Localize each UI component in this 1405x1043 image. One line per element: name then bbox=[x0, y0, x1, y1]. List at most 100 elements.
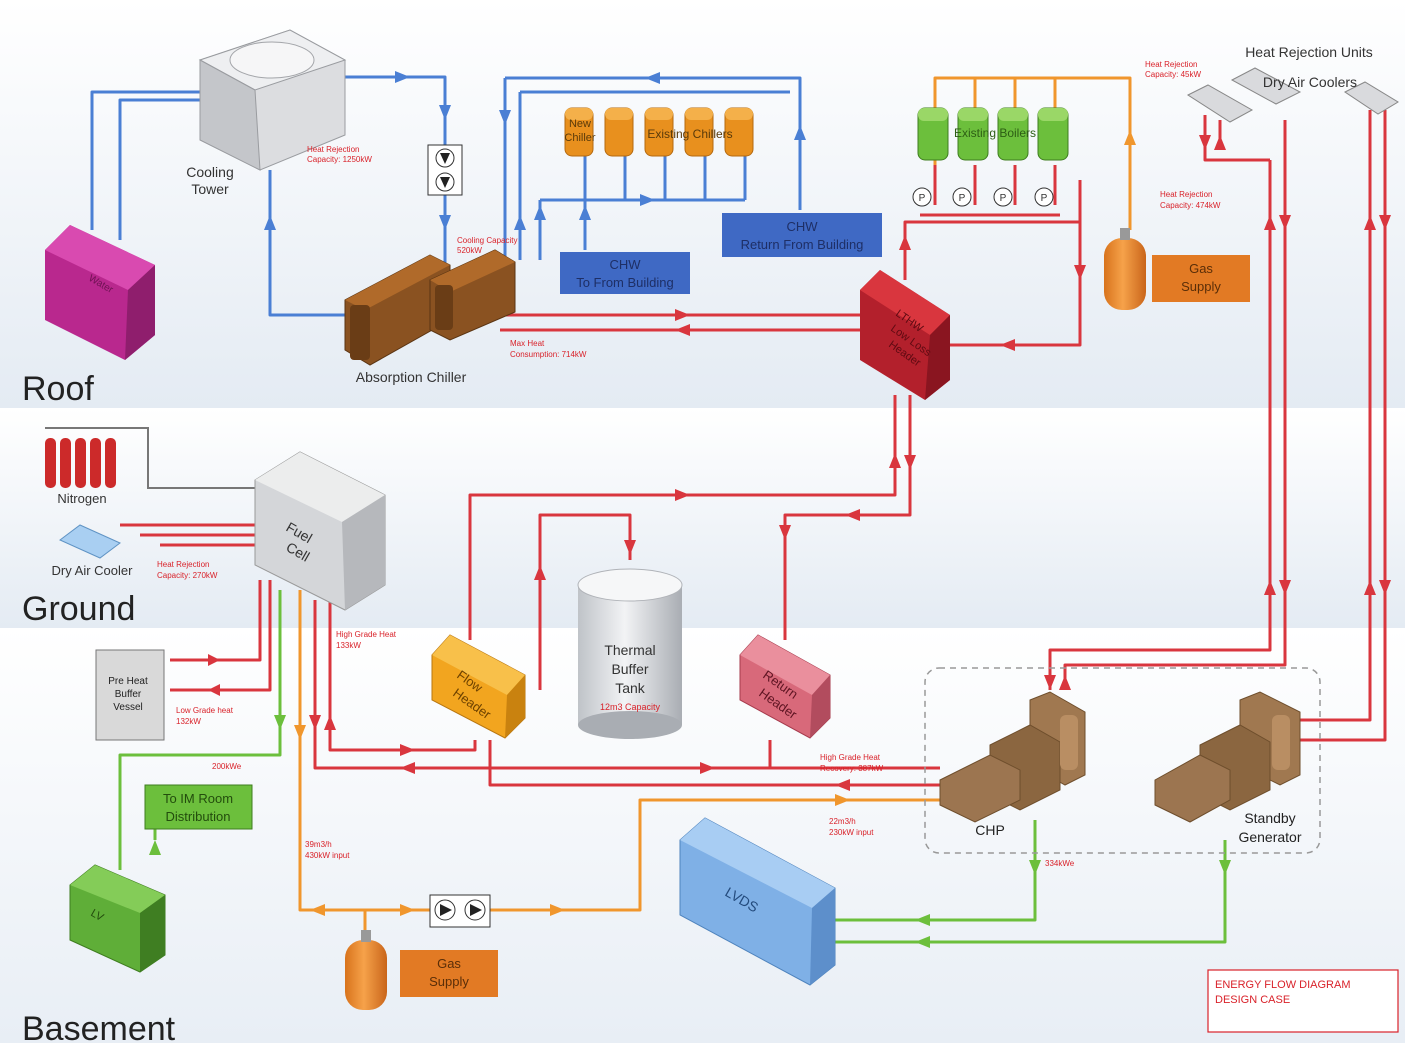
chp-label: CHP bbox=[975, 822, 1005, 838]
gas-supply-basement-label: Gas bbox=[437, 956, 461, 971]
floor-label-basement: Basement bbox=[22, 1010, 176, 1043]
pump-icon-4: P bbox=[1041, 193, 1048, 204]
dry-air-cooler-capacity-2: Capacity: 270kW bbox=[157, 571, 218, 580]
pre-heat-buffer-vessel[interactable] bbox=[95, 649, 165, 741]
boilers[interactable] bbox=[917, 107, 1069, 161]
nitrogen-label: Nitrogen bbox=[57, 491, 106, 506]
chw-to-label: CHW bbox=[609, 257, 641, 272]
dry-air-coolers-label: Dry Air Coolers bbox=[1263, 74, 1357, 90]
im-room-label: To IM Room bbox=[163, 791, 233, 806]
absorption-chiller-label: Absorption Chiller bbox=[356, 369, 467, 385]
nitrogen-cylinders bbox=[45, 438, 116, 488]
dry-coolers-capacity: Heat Rejection bbox=[1145, 60, 1197, 69]
tank-label-2: Buffer bbox=[611, 661, 648, 677]
cw-pumps[interactable] bbox=[427, 144, 463, 196]
new-chiller-label-2: Chiller bbox=[564, 132, 596, 144]
flow-header[interactable] bbox=[431, 634, 526, 739]
lv-panel[interactable] bbox=[69, 864, 166, 973]
absorption-chiller[interactable] bbox=[344, 249, 516, 366]
dry-coolers-capacity-b-2: Capacity: 474kW bbox=[1160, 201, 1221, 210]
dry-coolers-capacity-2: Capacity: 45kW bbox=[1145, 70, 1201, 79]
pump-icon-2: P bbox=[959, 193, 966, 204]
gas-supply-basement-label-2: Supply bbox=[429, 974, 469, 989]
thermal-buffer-tank[interactable] bbox=[577, 568, 683, 739]
nitrogen-line bbox=[45, 427, 255, 489]
tank-capacity: 12m3 Capacity bbox=[600, 702, 661, 712]
cooling-tower-capacity: Heat Rejection bbox=[307, 145, 359, 154]
dry-air-cooler-capacity: Heat Rejection bbox=[157, 560, 209, 569]
absorption-heat-consumption: Max Heat bbox=[510, 339, 545, 348]
fuel-cell-high-grade: High Grade Heat bbox=[336, 630, 397, 639]
new-chiller-label: New bbox=[569, 118, 591, 130]
im-room-box: To IM Room Distribution bbox=[144, 784, 253, 830]
fuel-cell-gas-input: 39m3/h bbox=[305, 840, 332, 849]
im-room-label-2: Distribution bbox=[165, 809, 230, 824]
chw-return-box: CHW Return From Building bbox=[722, 213, 882, 257]
fuel-cell-power: 200kWe bbox=[212, 762, 242, 771]
absorption-heat-consumption-2: Consumption: 714kW bbox=[510, 350, 587, 359]
floor-label-ground: Ground bbox=[22, 590, 135, 628]
floor-label-roof: Roof bbox=[22, 370, 94, 408]
existing-chillers-label: Existing Chillers bbox=[647, 127, 732, 141]
standby-generator-label-2: Generator bbox=[1238, 829, 1301, 845]
gas-supply-basement-box: Gas Supply bbox=[400, 950, 498, 997]
absorption-cooling-capacity: Cooling Capacity bbox=[457, 236, 517, 245]
gas-supply-roof-label: Gas bbox=[1189, 261, 1213, 276]
gas-supply-roof-label-2: Supply bbox=[1181, 279, 1221, 294]
ground-dry-air-cooler[interactable] bbox=[59, 524, 121, 559]
lv-label: LV bbox=[89, 907, 107, 924]
boiler-pumps[interactable] bbox=[912, 187, 1054, 207]
diagram-subtitle: DESIGN CASE bbox=[1215, 994, 1290, 1006]
pump-icon-3: P bbox=[1000, 193, 1007, 204]
tank-label-3: Tank bbox=[615, 680, 646, 696]
lthw-header[interactable] bbox=[860, 270, 950, 400]
fuel-cell-gas-input-2: 430kW input bbox=[305, 851, 350, 860]
absorption-cooling-capacity-2: 520kW bbox=[457, 246, 482, 255]
diagram-title: ENERGY FLOW DIAGRAM bbox=[1215, 979, 1350, 991]
return-header[interactable] bbox=[739, 634, 831, 739]
dry-coolers-capacity-b: Heat Rejection bbox=[1160, 190, 1212, 199]
pre-heat-label-2: Buffer bbox=[115, 689, 142, 700]
fuel-cell[interactable] bbox=[254, 451, 386, 611]
lvds-panel[interactable] bbox=[679, 817, 836, 986]
heat-rejection-units-label: Heat Rejection Units bbox=[1245, 44, 1373, 60]
flow-arrows bbox=[149, 71, 1391, 948]
existing-boilers-label: Existing Boilers bbox=[954, 126, 1036, 140]
chp-heat-recovery: High Grade Heat bbox=[820, 753, 881, 762]
gas-boosters[interactable] bbox=[429, 894, 491, 928]
gas-cylinder-basement bbox=[345, 930, 387, 1010]
fuel-cell-high-grade-2: 133kW bbox=[336, 641, 361, 650]
chillers[interactable] bbox=[564, 107, 754, 157]
pre-heat-label-3: Vessel bbox=[113, 702, 142, 713]
chw-to-label-2: To From Building bbox=[576, 275, 674, 290]
cooling-tower[interactable] bbox=[198, 29, 347, 171]
chp-power: 334kWe bbox=[1045, 859, 1075, 868]
chw-return-label: CHW bbox=[786, 219, 818, 234]
chp-gas-input-2: 230kW input bbox=[829, 828, 874, 837]
ground-band bbox=[0, 408, 1405, 628]
chp-gas-input: 22m3/h bbox=[829, 817, 856, 826]
dry-air-cooler-label: Dry Air Cooler bbox=[52, 563, 134, 578]
standby-generator[interactable] bbox=[1154, 691, 1301, 823]
chp-heat-recovery-2: Recovery: 387kW bbox=[820, 764, 884, 773]
gas-supply-roof-box: Gas Supply bbox=[1152, 255, 1250, 302]
chw-return-label-2: Return From Building bbox=[741, 237, 864, 252]
chw-to-building-box: CHW To From Building bbox=[560, 252, 690, 294]
chp-enclosure bbox=[924, 667, 1321, 854]
low-grade-heat: Low Grade heat bbox=[176, 706, 234, 715]
cooling-tower-label-2: Tower bbox=[191, 181, 229, 197]
standby-generator-label: Standby bbox=[1244, 810, 1295, 826]
low-grade-heat-2: 132kW bbox=[176, 717, 201, 726]
pump-icon-1: P bbox=[919, 193, 926, 204]
cooling-tower-capacity-2: Capacity: 1250kW bbox=[307, 155, 372, 164]
gas-cylinder-roof bbox=[1104, 228, 1146, 310]
water-treatment-plant[interactable] bbox=[45, 225, 155, 360]
roof-dry-air-coolers[interactable] bbox=[1186, 67, 1399, 123]
chp-engine[interactable] bbox=[939, 691, 1086, 823]
tank-label: Thermal bbox=[604, 642, 655, 658]
diagram-title-box: ENERGY FLOW DIAGRAM DESIGN CASE bbox=[1207, 969, 1399, 1033]
pre-heat-label: Pre Heat bbox=[108, 676, 148, 687]
cooling-tower-label: Cooling bbox=[186, 164, 233, 180]
